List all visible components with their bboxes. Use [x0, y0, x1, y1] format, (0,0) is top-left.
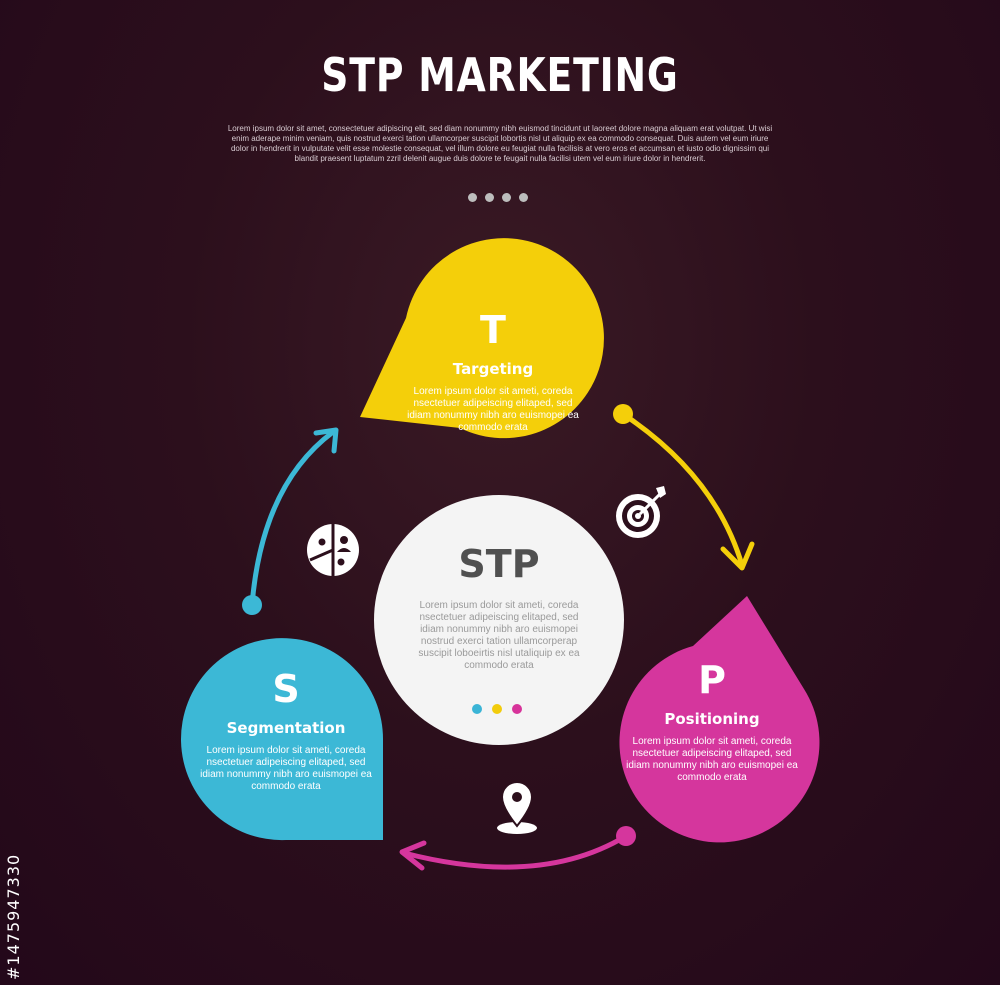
segmentation-description: Lorem ipsum dolor sit ameti, coreda nsec… [200, 745, 372, 792]
positioning-letter: P [698, 658, 726, 702]
positioning-block: P Positioning Lorem ipsum dolor sit amet… [624, 660, 800, 784]
segmentation-block: S Segmentation Lorem ipsum dolor sit ame… [198, 669, 374, 793]
header-dot [468, 193, 477, 202]
location-pin-icon [497, 781, 537, 834]
watermark-id: #1475947330 [4, 853, 23, 980]
targeting-block: T Targeting Lorem ipsum dolor sit ameti,… [405, 310, 581, 434]
header-dot [485, 193, 494, 202]
center-dot-blue [472, 704, 482, 714]
center-dot-yellow [492, 704, 502, 714]
header-dot [502, 193, 511, 202]
header-dots [468, 193, 532, 203]
positioning-drop-shape [619, 596, 820, 843]
segmentation-drop-shape [181, 638, 384, 841]
targeting-to-positioning-arrow [613, 404, 755, 571]
header-dot [519, 193, 528, 202]
positioning-description: Lorem ipsum dolor sit ameti, coreda nsec… [626, 736, 798, 783]
intro-paragraph: Lorem ipsum dolor sit amet, consectetuer… [227, 124, 773, 163]
pie-chart-users-icon [307, 524, 359, 576]
center-description: Lorem ipsum dolor sit ameti, coreda nsec… [418, 600, 580, 671]
targeting-drop-shape [360, 238, 604, 439]
center-dot-magenta [512, 704, 522, 714]
segmentation-to-targeting-arrow [242, 427, 339, 615]
positioning-label: Positioning [664, 710, 760, 728]
target-icon [616, 486, 666, 538]
stp-center-circle [374, 495, 624, 745]
positioning-to-segmentation-arrow [399, 826, 636, 871]
page-title: STP MARKETING [321, 48, 679, 102]
targeting-label: Targeting [452, 360, 534, 378]
targeting-letter: T [480, 308, 506, 352]
segmentation-label: Segmentation [226, 719, 346, 737]
targeting-description: Lorem ipsum dolor sit ameti, coreda nsec… [407, 386, 579, 433]
segmentation-letter: S [272, 667, 300, 711]
center-title: STP [458, 542, 540, 586]
